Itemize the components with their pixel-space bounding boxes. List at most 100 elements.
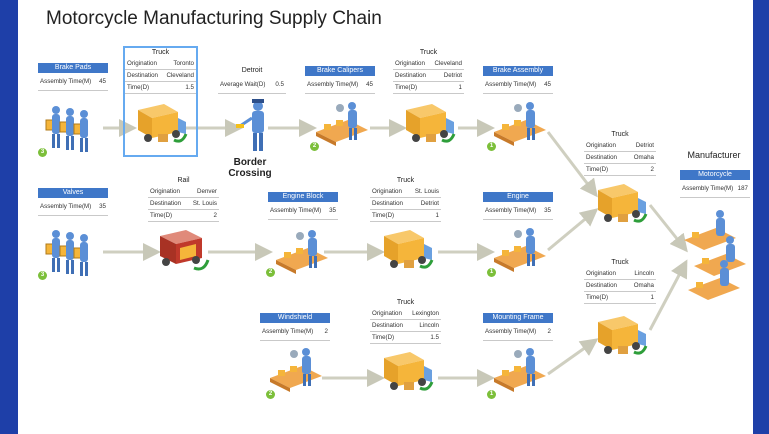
- tier-badge: 2: [266, 268, 275, 277]
- worker-boxes-icon: [40, 220, 102, 283]
- valves-card: Valves Assembly Time(M)35: [38, 188, 108, 216]
- diagram-canvas: Motorcycle Manufacturing Supply Chain: [18, 0, 753, 434]
- card-header: Brake Assembly: [483, 66, 553, 76]
- card-header: Truck: [611, 259, 629, 266]
- card-row: Assembly Time(M)45: [305, 76, 375, 94]
- card-row: Assembly Time(M)45: [38, 73, 108, 91]
- card-header: Truck: [151, 49, 170, 56]
- card-row: Time(D)1: [584, 292, 656, 304]
- card-header: Truck: [611, 131, 629, 138]
- truck-icon: [134, 100, 188, 151]
- assembly-line-icon: [268, 344, 324, 399]
- flow-line: [547, 208, 599, 252]
- rail-car-icon: [156, 226, 212, 281]
- card-row: Assembly Time(M)187: [680, 180, 750, 198]
- card-header: Brake Calipers: [305, 66, 375, 76]
- brake-calipers-card: Brake Calipers Assembly Time(M)45: [305, 66, 375, 94]
- selected-shape-outline[interactable]: [123, 46, 198, 157]
- card-header: Detroit: [241, 67, 263, 74]
- card-row: Assembly Time(M)45: [483, 76, 553, 94]
- assembly-line-icon: [492, 224, 548, 279]
- card-header: Engine: [483, 192, 553, 202]
- truck-icon: [594, 180, 648, 231]
- card-row: Assembly Time(M)35: [268, 202, 338, 220]
- card-row: Average Wait(D)0.5: [218, 76, 286, 94]
- card-row: Time(D)2: [584, 164, 656, 176]
- tier-badge: 3: [38, 148, 47, 157]
- truck-icon: [380, 226, 434, 277]
- motorcycle-card: Motorcycle Assembly Time(M)187: [680, 170, 750, 198]
- windshield-card: Windshield Assembly Time(M)2: [260, 313, 330, 341]
- card-header: Mounting Frame: [483, 313, 553, 323]
- card-header: Truck: [419, 49, 438, 56]
- card-row: Time(D)1: [370, 210, 441, 222]
- tier-badge: 2: [310, 142, 319, 151]
- truck-icon: [380, 348, 434, 399]
- tier-badge: 1: [487, 390, 496, 399]
- card-header: Truck: [396, 299, 415, 306]
- card-header: Rail: [177, 177, 190, 184]
- card-header: Windshield: [260, 313, 330, 323]
- tier-badge: 1: [487, 268, 496, 277]
- card-row: Assembly Time(M)35: [38, 198, 108, 216]
- assembly-line-icon: [682, 206, 750, 307]
- engine-card: Engine Assembly Time(M)35: [483, 192, 553, 220]
- card-row: Assembly Time(M)2: [483, 323, 553, 341]
- card-header: Truck: [396, 177, 415, 184]
- assembly-line-icon: [274, 226, 330, 281]
- manufacturer-label: Manufacturer: [687, 150, 741, 160]
- card-row: Time(D)1.5: [125, 82, 196, 94]
- flow-line: [648, 204, 688, 253]
- detroit-card: Detroit Average Wait(D)0.5: [218, 66, 286, 94]
- assembly-line-icon: [314, 98, 370, 153]
- flow-connectors: [103, 119, 688, 387]
- mounting-frame-card: Mounting Frame Assembly Time(M)2: [483, 313, 553, 341]
- brake-pads-card: Brake Pads Assembly Time(M)45: [38, 63, 108, 91]
- card-row: Time(D)1.5: [370, 332, 441, 344]
- card-header: Engine Block: [268, 192, 338, 202]
- flow-line: [547, 338, 599, 376]
- assembly-line-icon: [492, 98, 548, 153]
- tier-badge: 1: [487, 142, 496, 151]
- assembly-line-icon: [492, 344, 548, 399]
- flow-line: [648, 259, 688, 331]
- truck-icon: [594, 312, 648, 363]
- card-header: Brake Pads: [38, 63, 108, 73]
- card-row: Assembly Time(M)35: [483, 202, 553, 220]
- card-header: Valves: [38, 188, 108, 198]
- truck-icon: [402, 100, 456, 151]
- tier-badge: 2: [266, 390, 275, 399]
- tier-badge: 3: [38, 271, 47, 280]
- brake-assembly-card: Brake Assembly Assembly Time(M)45: [483, 66, 553, 94]
- card-row: Time(D)1: [393, 82, 464, 94]
- card-header: Motorcycle: [680, 170, 750, 180]
- engine-block-card: Engine Block Assembly Time(M)35: [268, 192, 338, 220]
- card-row: Time(D)2: [148, 210, 219, 222]
- diagram-title: Motorcycle Manufacturing Supply Chain: [46, 8, 382, 29]
- flow-line: [546, 131, 598, 198]
- card-row: Assembly Time(M)2: [260, 323, 330, 341]
- border-crossing-label: Border Crossing: [228, 157, 272, 179]
